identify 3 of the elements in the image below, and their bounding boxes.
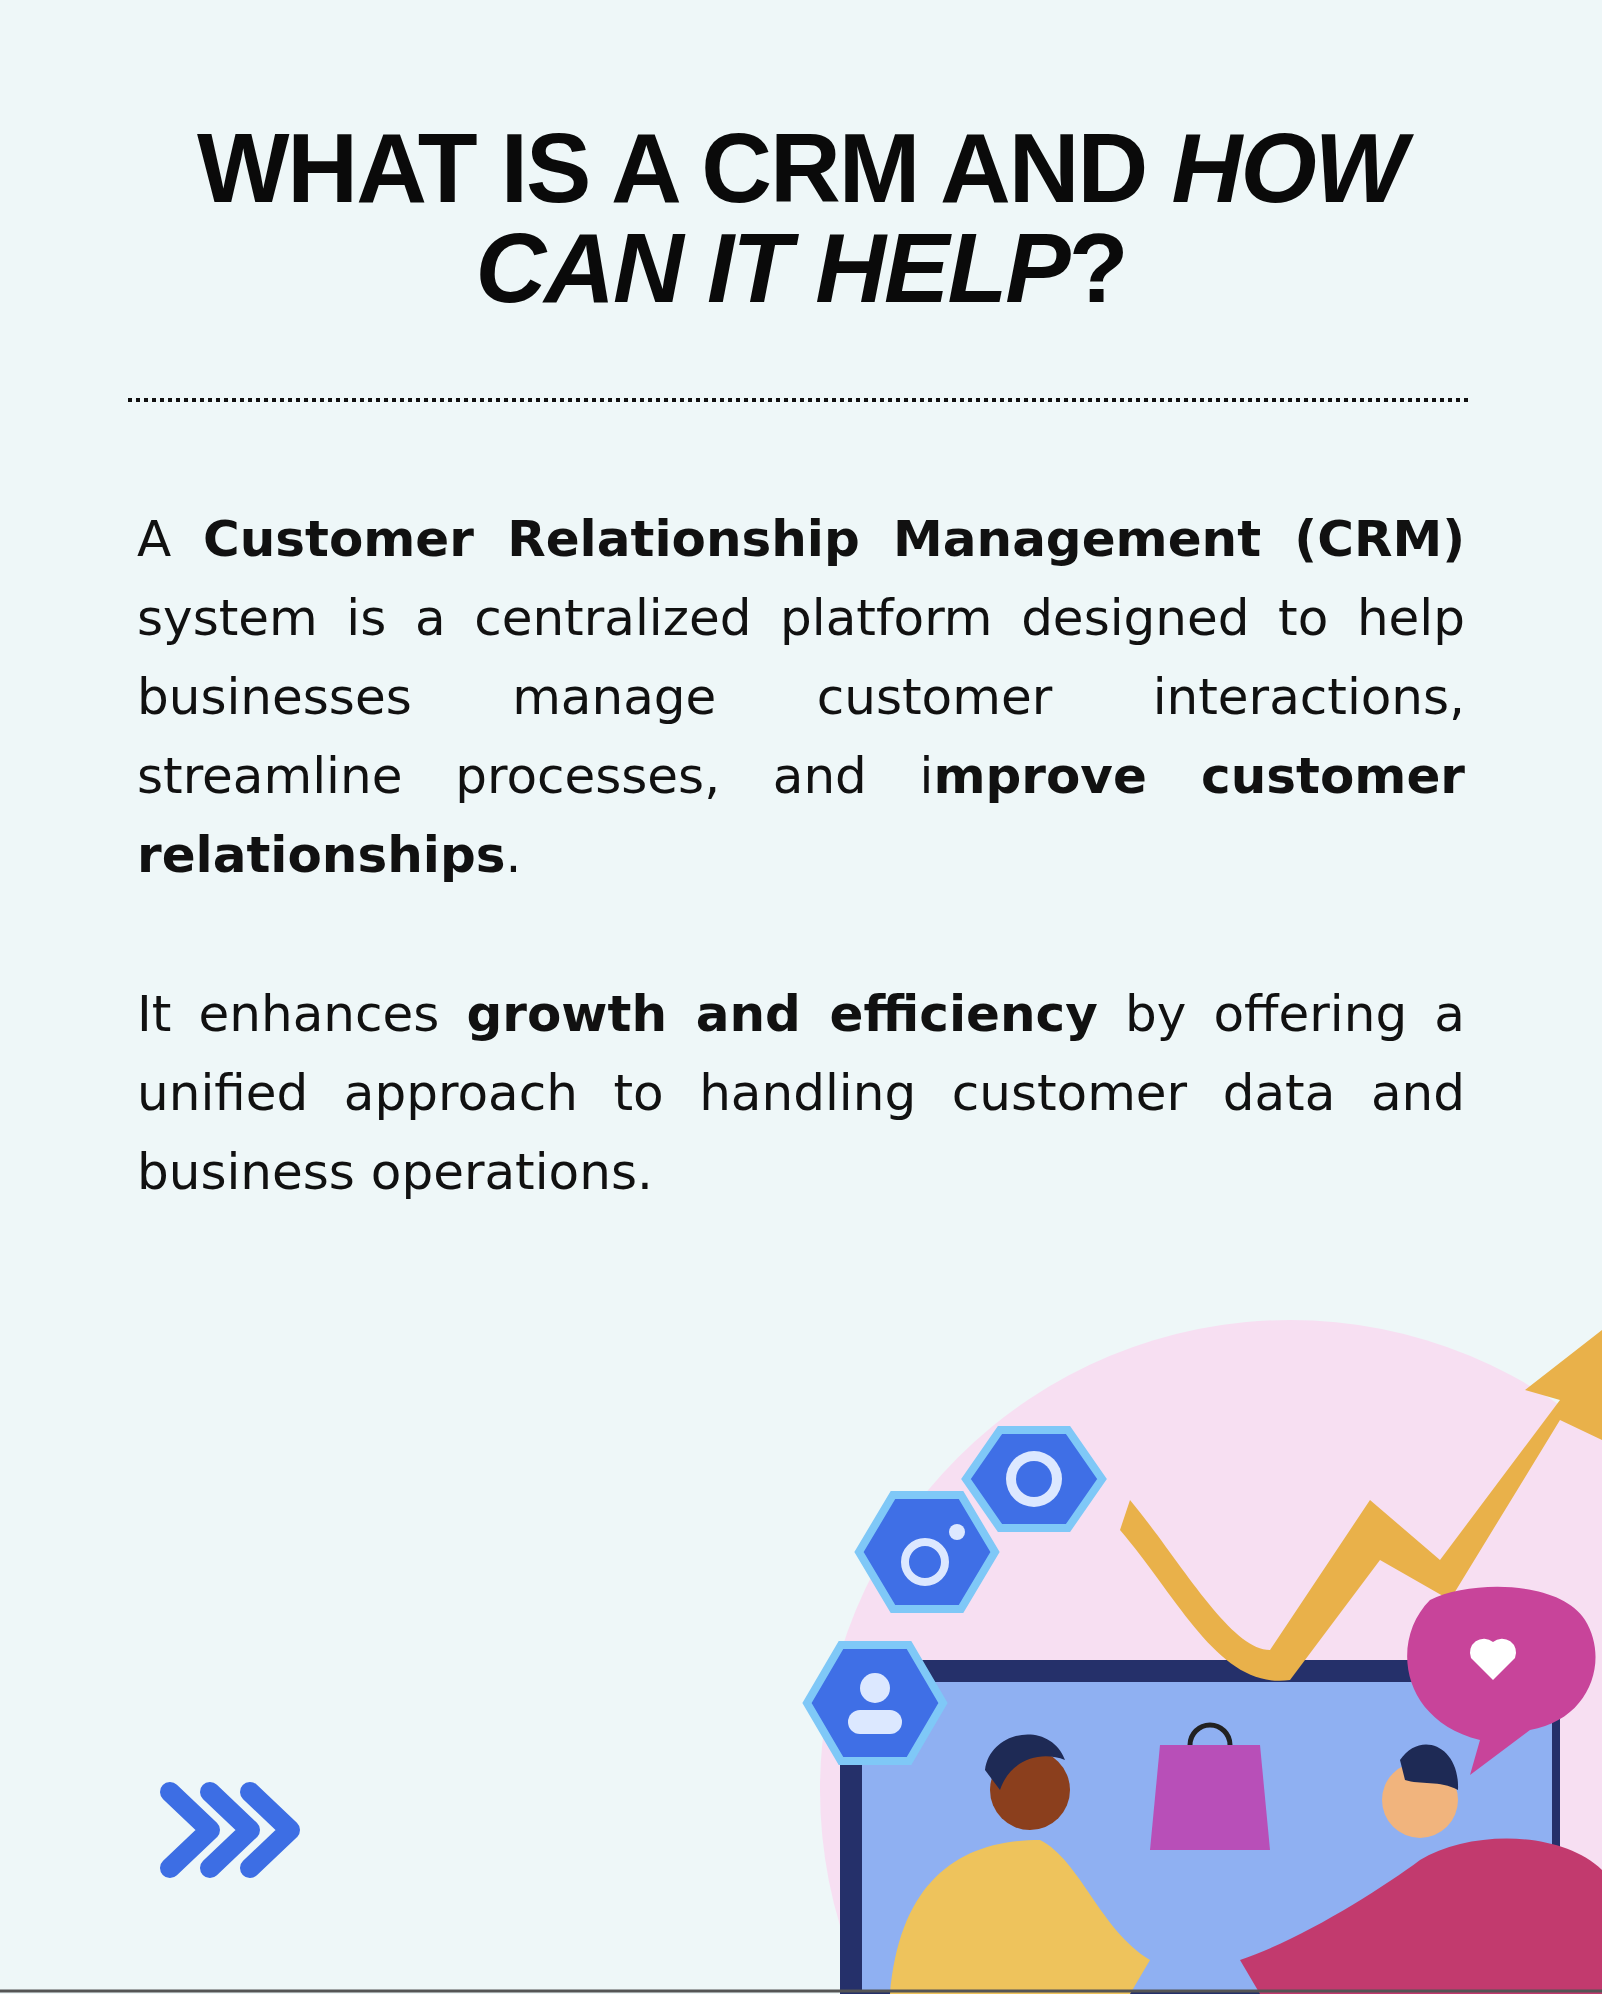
paragraph: A Customer Relationship Management (CRM) system is a centralized platform designed to help businesses manage customer interactions, streamline processes, and improve customer relationships. [137,509,1465,886]
title: WHAT IS A CRM AND HOW CAN IT HELP? [100,118,1502,318]
paragraph: It enhances growth and efficiency by offering a unified approach to handling customer data and business operations. [137,984,1465,1203]
